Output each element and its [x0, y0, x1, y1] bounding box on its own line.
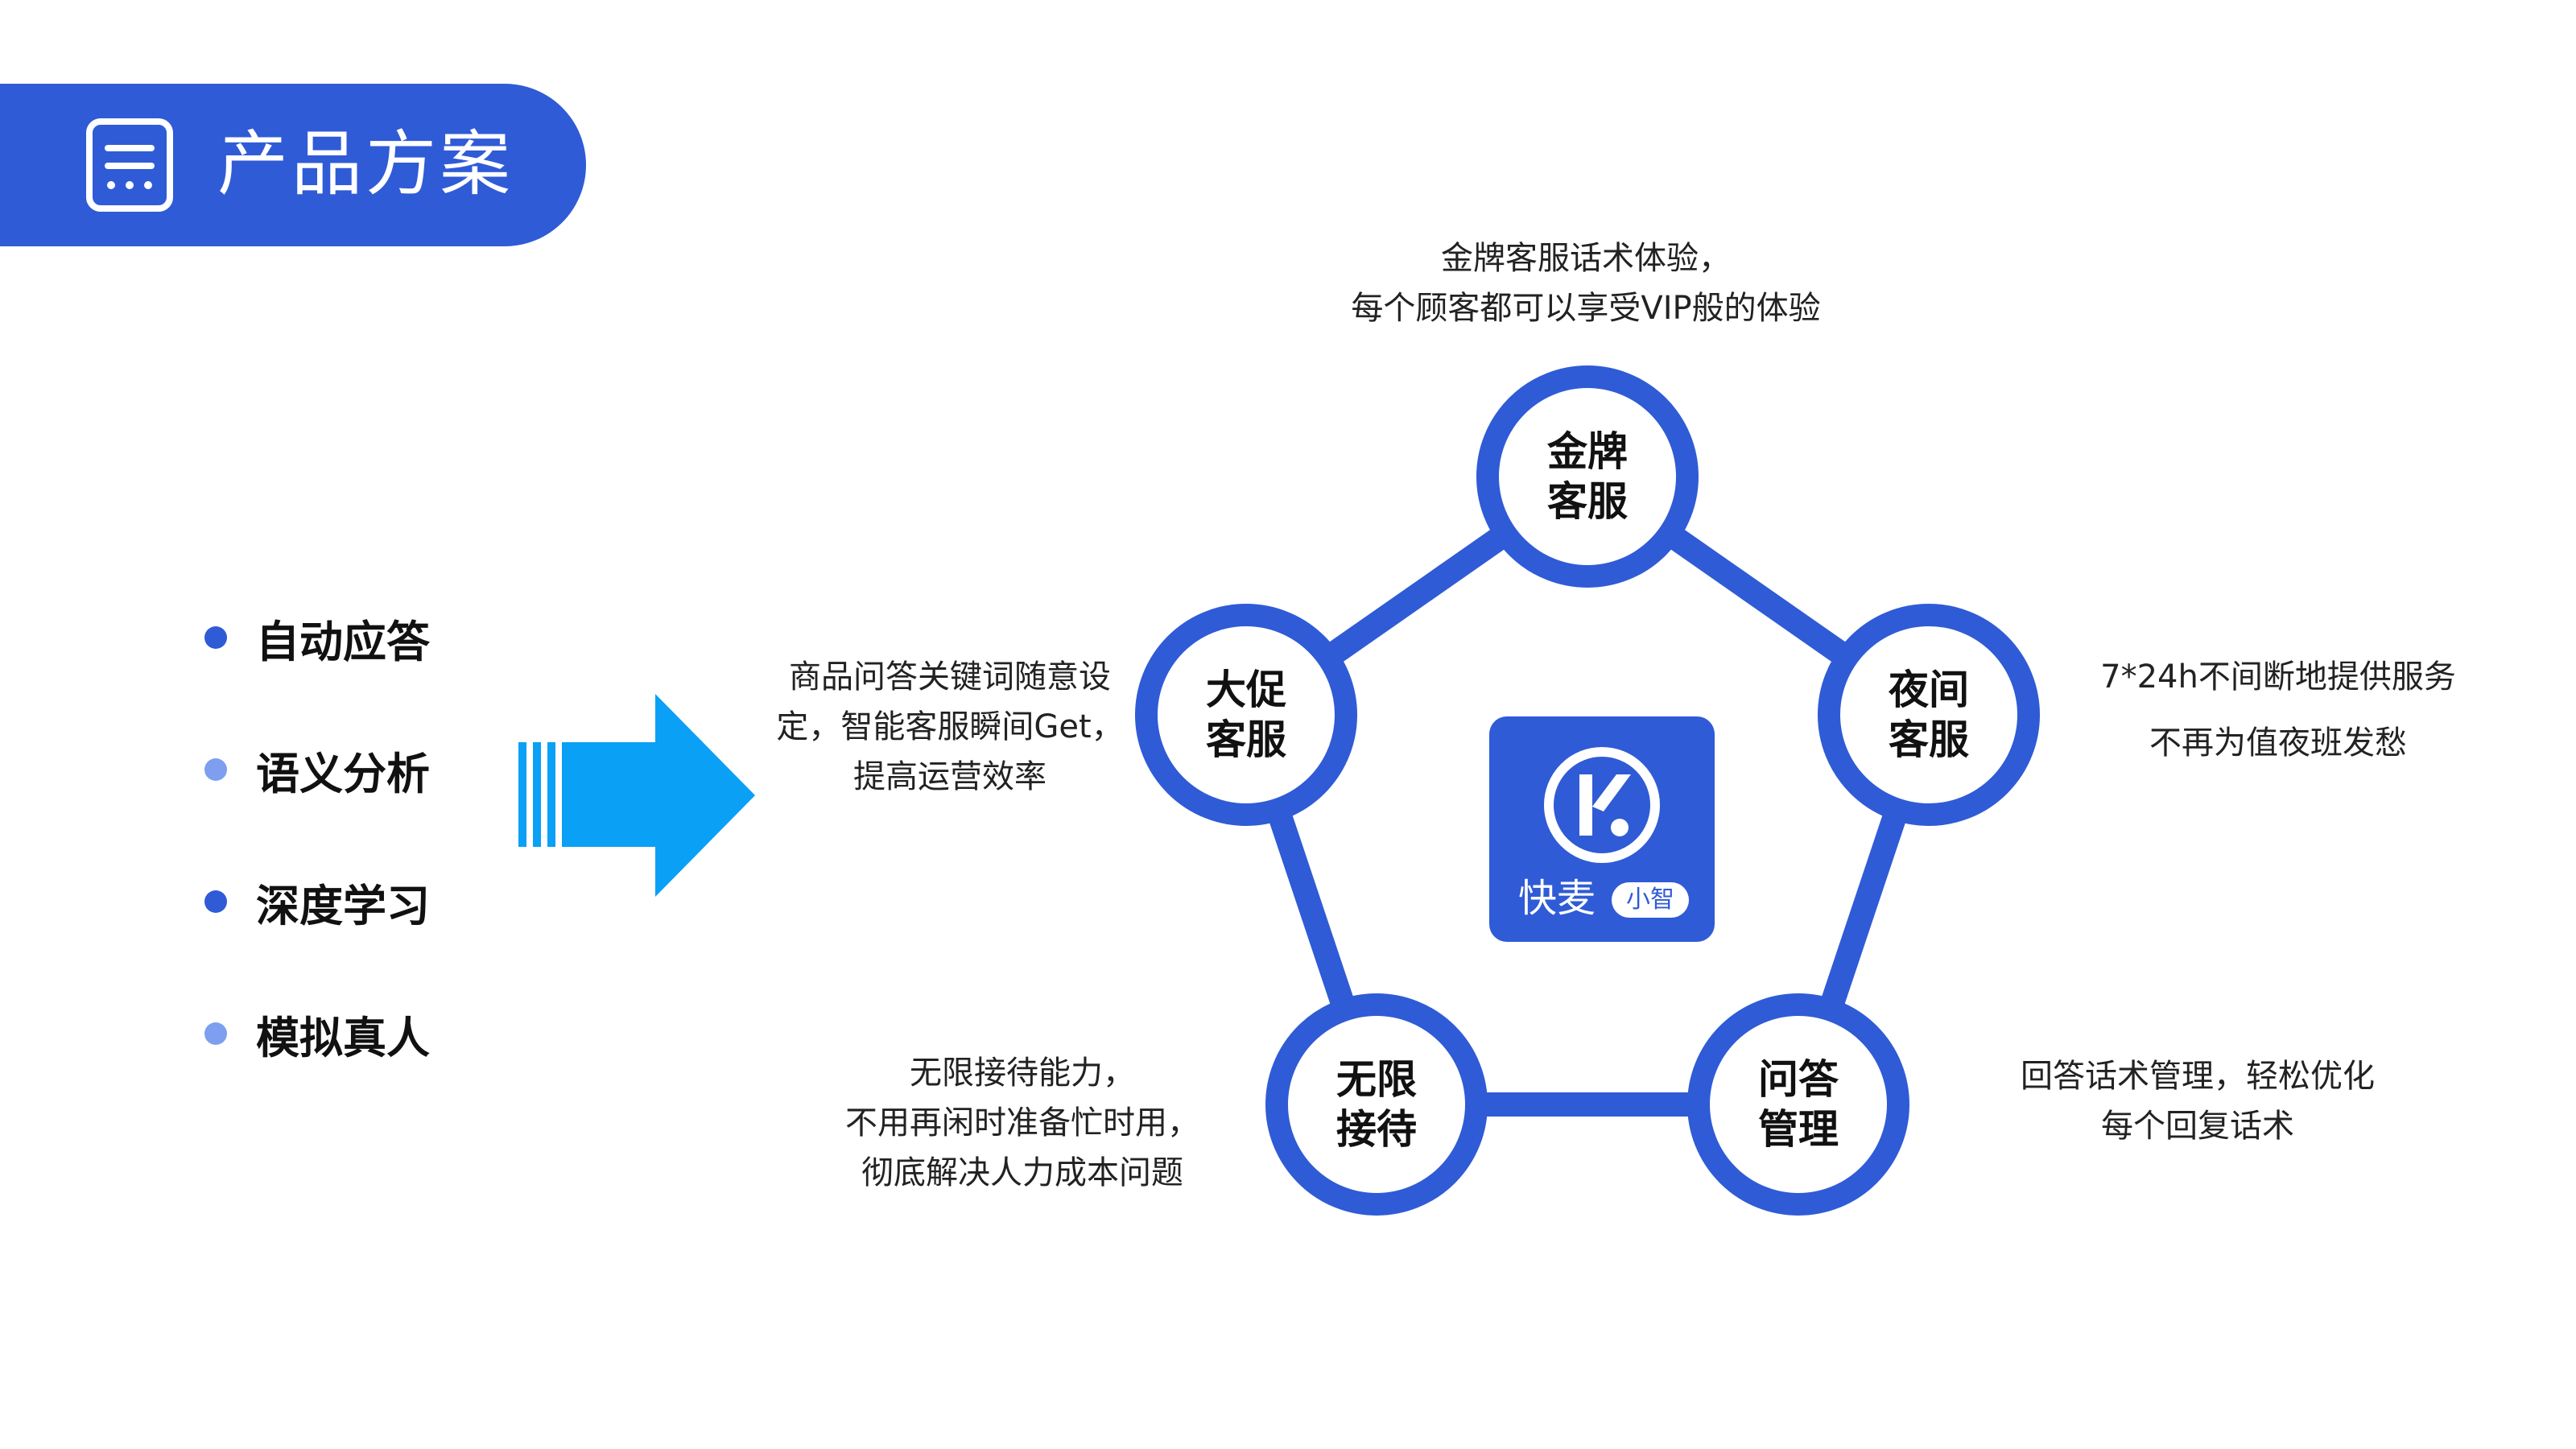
document-list-icon [86, 118, 173, 212]
node-night-service: 夜间 客服 [1848, 665, 2009, 765]
feature-item: 深度学习 [204, 869, 430, 934]
node-label-line: 无限 [1336, 1056, 1417, 1103]
node-description: 7*24h不间断地提供服务 不再为值夜班发愁 [2061, 652, 2496, 768]
bullet-dot [204, 626, 227, 649]
bullet-dot [204, 890, 227, 913]
bullet-dot [204, 758, 227, 781]
desc-line: 回答话术管理，轻松优化 [2021, 1058, 2375, 1095]
desc-line: 7*24h不间断地提供服务 [2100, 658, 2456, 696]
feature-label: 语义分析 [256, 748, 430, 799]
node-label-line: 接待 [1336, 1106, 1417, 1153]
node-label-line: 金牌 [1547, 428, 1628, 475]
node-description: 商品问答关键词随意设 定，智能客服瞬间Get， 提高运营效率 [757, 652, 1143, 802]
node-description: 回答话术管理，轻松优化 每个回复话术 [1988, 1051, 2407, 1151]
k-logo-icon [1544, 747, 1660, 863]
node-label-line: 客服 [1547, 478, 1628, 525]
desc-line: 定，智能客服瞬间Get， [776, 708, 1124, 745]
node-gold-service: 金牌 客服 [1507, 427, 1668, 526]
node-circle [1687, 993, 1909, 1216]
node-label-line: 客服 [1889, 716, 1969, 763]
node-label-line: 夜间 [1889, 667, 1969, 713]
node-label-line: 问答 [1758, 1056, 1839, 1103]
brand-badge: 小智 [1612, 882, 1689, 918]
right-arrow-icon [518, 694, 755, 897]
node-circle [1476, 365, 1699, 588]
node-qa-management: 问答 管理 [1718, 1055, 1879, 1154]
node-label-line: 大促 [1206, 667, 1286, 713]
node-promo-service: 大促 客服 [1166, 665, 1327, 765]
desc-line: 每个顾客都可以享受VIP般的体验 [1351, 290, 1821, 327]
desc-line: 商品问答关键词随意设 [789, 658, 1111, 696]
bullet-dot [204, 1022, 227, 1045]
desc-line: 每个回复话术 [2101, 1108, 2294, 1145]
node-description: 金牌客服话术体验， 每个顾客都可以享受VIP般的体验 [1320, 233, 1852, 333]
desc-line: 金牌客服话术体验， [1441, 240, 1731, 277]
feature-label: 深度学习 [256, 880, 430, 931]
desc-line: 无限接待能力， [910, 1055, 1135, 1092]
desc-line: 不用再闲时准备忙时用， [845, 1104, 1199, 1141]
feature-item: 自动应答 [204, 605, 430, 670]
node-label-line: 客服 [1206, 716, 1286, 763]
node-description: 无限接待能力， 不用再闲时准备忙时用， 彻底解决人力成本问题 [797, 1048, 1248, 1198]
feature-label: 模拟真人 [256, 1012, 430, 1063]
feature-item: 语义分析 [204, 737, 430, 802]
desc-line: 不再为值夜班发愁 [2149, 724, 2407, 762]
section-header: 产品方案 [0, 84, 586, 246]
desc-line: 提高运营效率 [853, 758, 1046, 795]
feature-item: 模拟真人 [204, 1001, 430, 1066]
feature-label: 自动应答 [256, 616, 430, 667]
brand-logo: 快麦 小智 [1489, 716, 1715, 942]
desc-line: 彻底解决人力成本问题 [861, 1154, 1183, 1191]
node-circle [1135, 604, 1357, 826]
node-unlimited-reception: 无限 接待 [1296, 1055, 1457, 1154]
node-label-line: 管理 [1758, 1106, 1839, 1153]
node-circle [1265, 993, 1488, 1216]
brand-name: 快麦 [1518, 876, 1596, 921]
page-title: 产品方案 [217, 122, 514, 205]
node-circle [1818, 604, 2040, 826]
